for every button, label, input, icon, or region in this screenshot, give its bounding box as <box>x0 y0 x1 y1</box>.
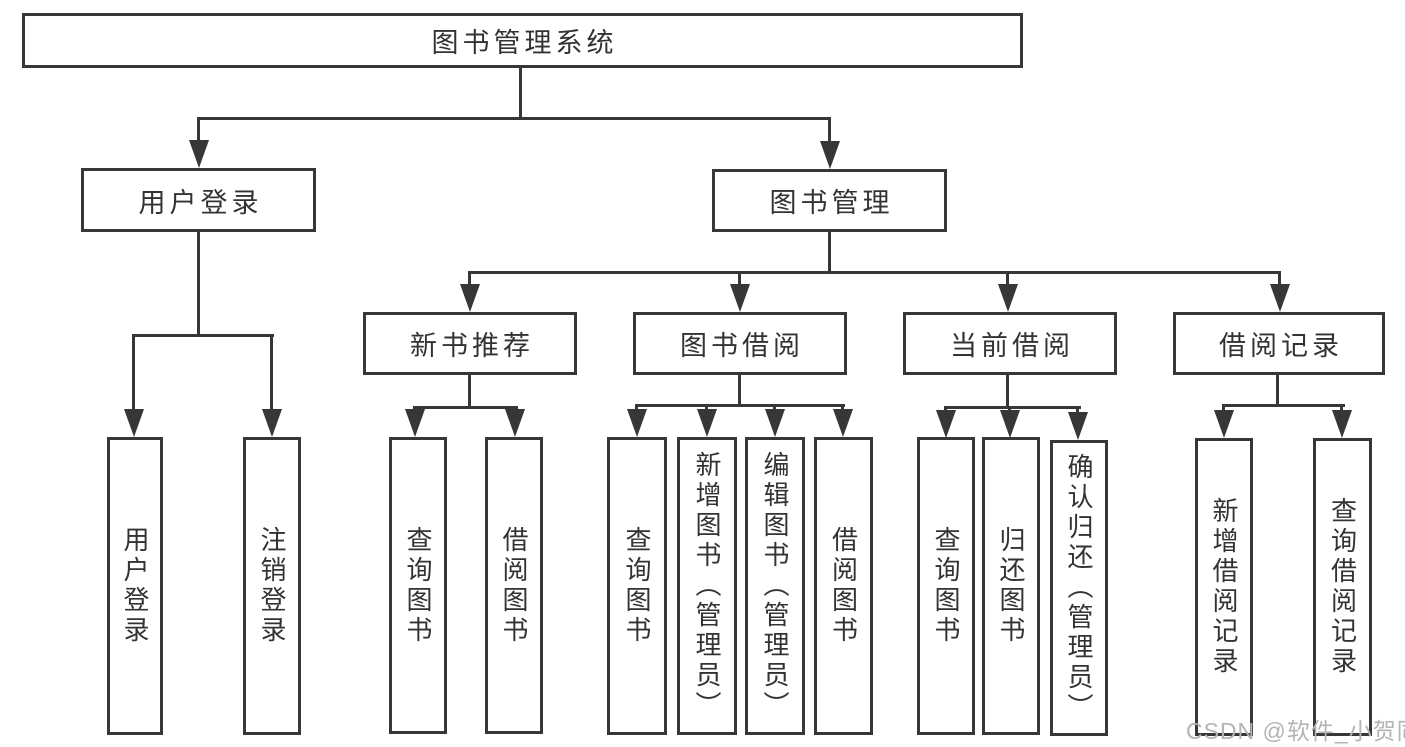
node-book-borrowing: 图书借阅 <box>633 312 847 375</box>
edge-borrow-record-rail <box>1222 404 1345 407</box>
edge-root-stem <box>519 67 522 119</box>
arrow-down <box>1000 410 1020 438</box>
edge-drop-current-borrow <box>1006 271 1009 287</box>
arrow-down <box>730 284 750 312</box>
edge-book-mgmt-rail <box>468 271 1281 274</box>
edge-drop-leaf <box>841 404 844 412</box>
edge-new-book-rail <box>413 406 518 409</box>
leaf-query-books: 查询图书 <box>917 437 975 735</box>
arrow-down <box>262 409 282 437</box>
edge-drop-leaf <box>132 334 135 412</box>
leaf-user-login: 用户登录 <box>107 437 163 735</box>
arrow-down <box>1068 412 1088 440</box>
leaf-confirm-return-admin: 确认归还（管理员） <box>1050 440 1108 736</box>
leaf-add-borrow-record: 新增借阅记录 <box>1195 438 1253 736</box>
arrow-down <box>820 141 840 169</box>
node-book-management: 图书管理 <box>712 169 947 232</box>
edge-book-borrow-stem <box>738 374 741 407</box>
leaf-logout: 注销登录 <box>243 437 301 735</box>
edge-drop-book-borrow <box>738 271 741 287</box>
leaf-add-books-admin: 新增图书（管理员） <box>677 437 737 735</box>
leaf-borrow-books: 借阅图书 <box>814 437 873 735</box>
edge-book-borrow-rail <box>635 404 845 407</box>
arrow-down <box>460 284 480 312</box>
arrow-down <box>505 409 525 437</box>
node-current-borrowing: 当前借阅 <box>903 312 1117 375</box>
arrow-down <box>833 409 853 437</box>
edge-drop-leaf <box>270 334 273 412</box>
edge-root-rail <box>197 117 831 120</box>
edge-user-login-stem <box>197 231 200 337</box>
leaf-edit-books-admin: 编辑图书（管理员） <box>745 437 805 735</box>
arrow-down <box>765 409 785 437</box>
edge-drop-leaf <box>1076 406 1079 414</box>
leaf-query-books: 查询图书 <box>607 437 667 735</box>
arrow-down <box>1270 284 1290 312</box>
edge-drop-new-book <box>468 271 471 287</box>
edge-drop-leaf <box>705 404 708 412</box>
edge-drop-user-login <box>197 117 200 143</box>
node-root: 图书管理系统 <box>22 13 1023 68</box>
arrow-down <box>405 409 425 437</box>
edge-drop-book-mgmt <box>828 117 831 144</box>
leaf-query-borrow-record: 查询借阅记录 <box>1313 438 1372 736</box>
edge-drop-borrow-record <box>1278 271 1281 287</box>
leaf-borrow-books: 借阅图书 <box>485 437 543 734</box>
edge-book-mgmt-stem <box>828 231 831 274</box>
edge-user-login-rail <box>132 334 274 337</box>
arrow-down <box>189 140 209 168</box>
edge-current-borrow-stem <box>1006 374 1009 409</box>
edge-new-book-stem <box>468 374 471 409</box>
node-new-book-recommend: 新书推荐 <box>363 312 577 375</box>
arrow-down <box>124 409 144 437</box>
arrow-down <box>697 409 717 437</box>
edge-current-borrow-rail <box>944 406 1081 409</box>
edge-drop-leaf <box>1222 404 1225 412</box>
edge-borrow-record-stem <box>1276 374 1279 407</box>
arrow-down <box>1332 410 1352 438</box>
node-user-login: 用户登录 <box>81 168 316 232</box>
node-borrowing-records: 借阅记录 <box>1173 312 1385 375</box>
arrow-down <box>1214 410 1234 438</box>
arrow-down <box>627 409 647 437</box>
edge-drop-leaf <box>635 404 638 412</box>
edge-drop-leaf <box>1340 404 1343 412</box>
leaf-return-books: 归还图书 <box>982 437 1040 735</box>
edge-drop-leaf <box>773 404 776 412</box>
arrow-down <box>998 284 1018 312</box>
watermark: CSDN @软件_小贺同学 <box>1186 718 1405 744</box>
arrow-down <box>936 410 956 438</box>
leaf-query-books: 查询图书 <box>389 437 447 734</box>
